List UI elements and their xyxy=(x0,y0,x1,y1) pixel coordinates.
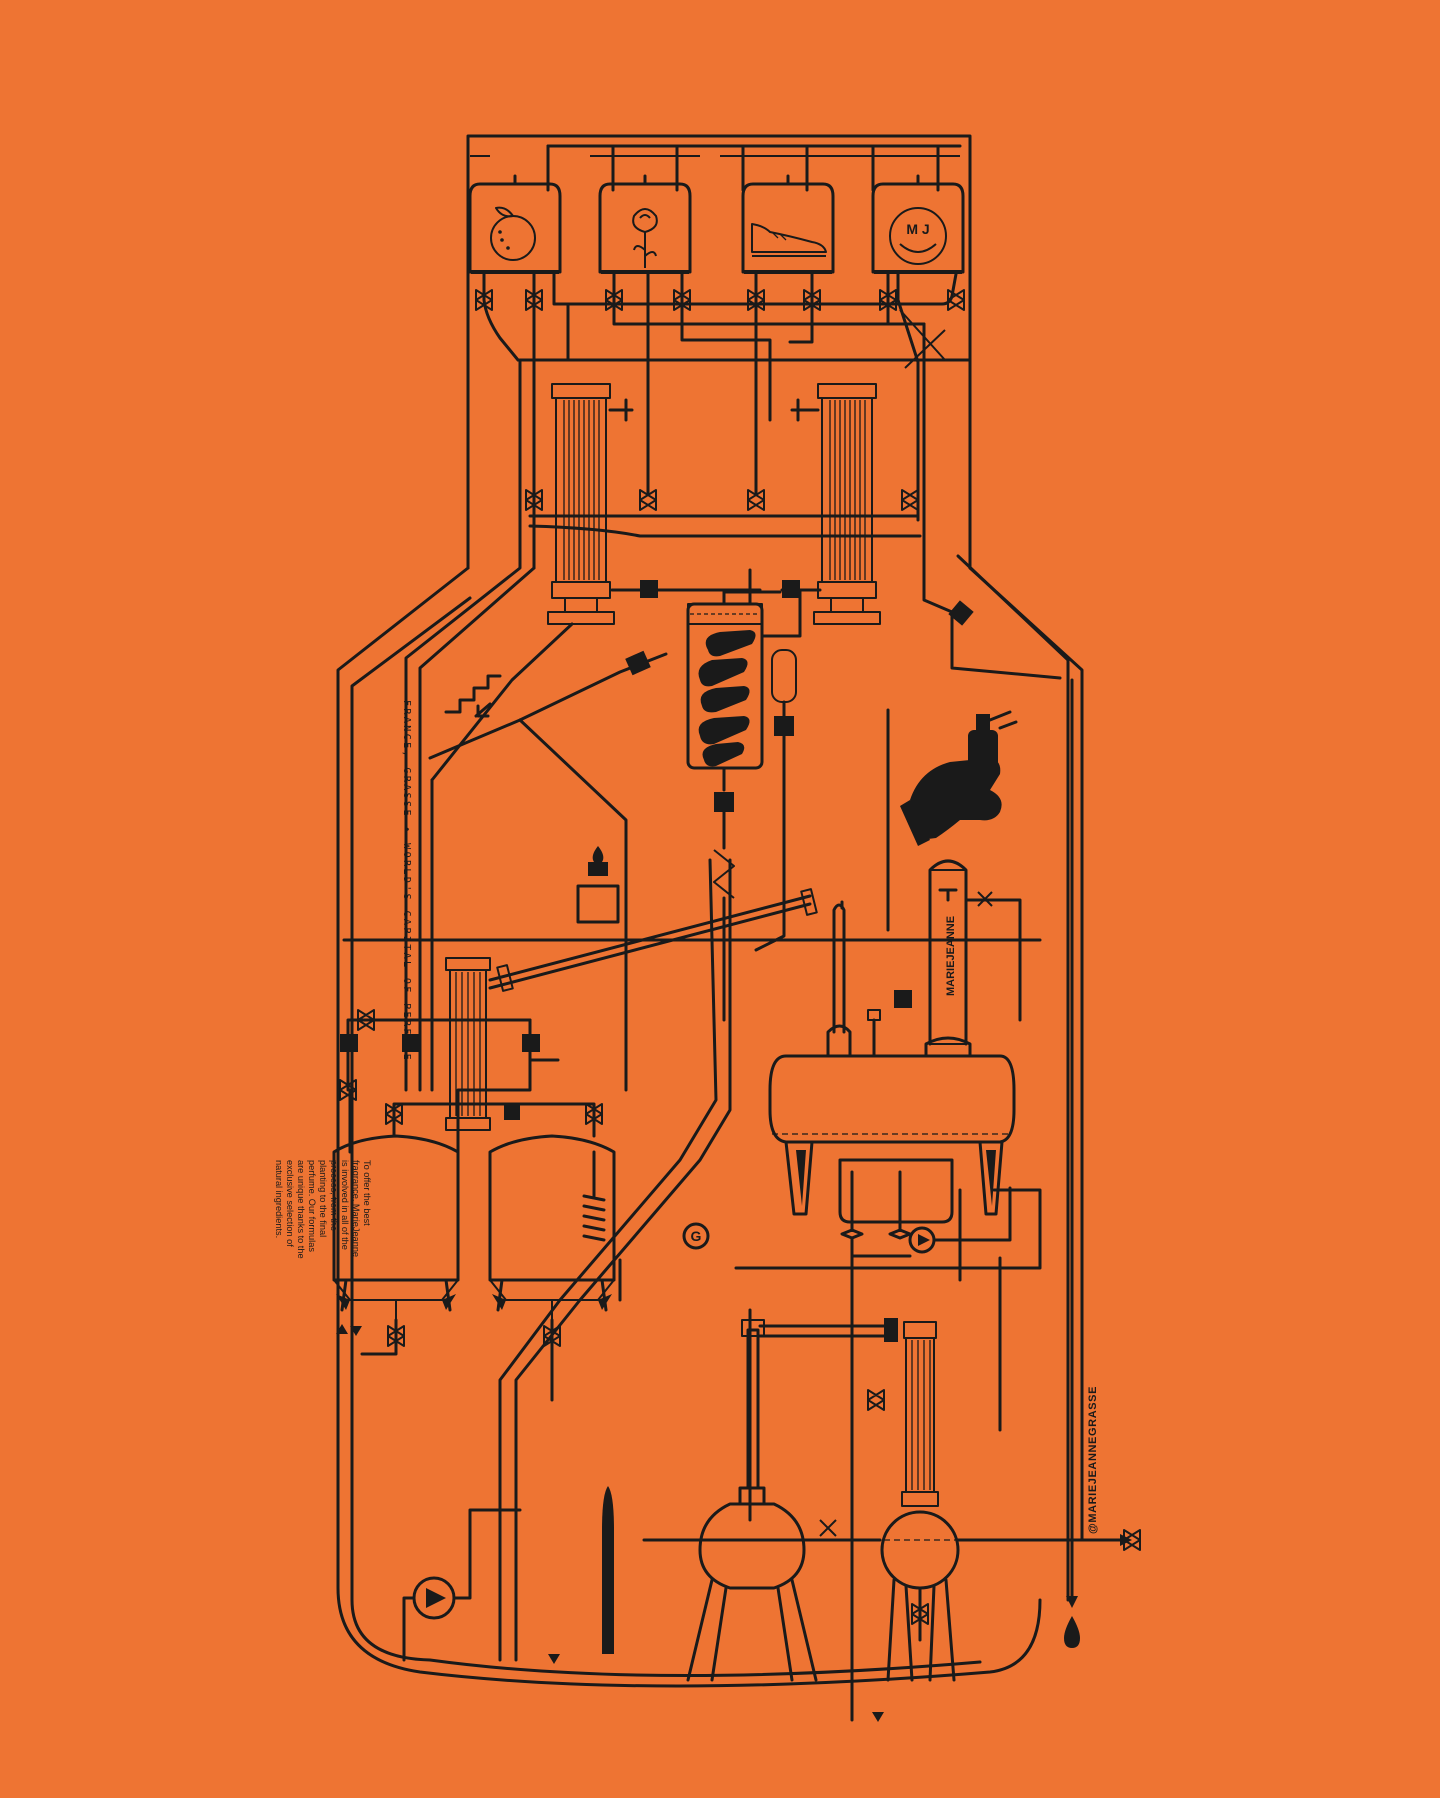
main-still: MARIEJEANNE xyxy=(734,859,1042,1722)
upper-manifold xyxy=(482,272,972,570)
flow-arrows xyxy=(336,1324,884,1722)
tank-badge-circle xyxy=(682,1222,710,1250)
center-filter xyxy=(428,588,802,1022)
lower-left-tanks: G xyxy=(332,1018,710,1402)
still-brand-label: MARIEJEANNE xyxy=(945,916,957,996)
lower-still-right xyxy=(880,1321,960,1682)
heat-exchangers-upper xyxy=(547,383,881,625)
condenser-left xyxy=(547,383,615,625)
lower-left-condenser xyxy=(445,888,818,1131)
blurb-line: planting to the final xyxy=(318,1160,328,1237)
company-blurb: To offer the best fragrance, MarieJeanne… xyxy=(274,1160,372,1261)
sneaker-icon xyxy=(751,223,827,257)
tank-badge: G xyxy=(691,1228,702,1244)
outer-conduits xyxy=(336,322,1084,1688)
smiley-logo-icon: M J xyxy=(889,207,947,265)
top-frame xyxy=(466,134,972,570)
rose-icon xyxy=(632,208,658,268)
still-column-left xyxy=(826,900,852,1058)
drop-icon xyxy=(1064,678,1080,1648)
blurb-line: natural ingredients. xyxy=(274,1160,284,1238)
stairs-icon xyxy=(444,674,502,718)
bottle-icon xyxy=(602,1486,614,1654)
tank-2 xyxy=(598,174,692,274)
condenser-right xyxy=(813,383,881,625)
spray-hand-icon xyxy=(900,710,1018,846)
blurb-line: perfume. Our formulas xyxy=(307,1160,317,1252)
blurb-line: To offer the best xyxy=(362,1160,372,1226)
tank-3 xyxy=(741,174,835,274)
valves xyxy=(339,289,1141,1625)
tank-1 xyxy=(468,174,562,274)
candle-icon xyxy=(576,846,620,924)
logo-letters: M J xyxy=(906,221,929,237)
pump-icon xyxy=(402,1508,522,1662)
filter-pellets xyxy=(698,630,756,767)
location-tagline: FRANCE, GRASSE • WORLD'S CAPITAL OF PERF… xyxy=(401,700,412,1062)
still-column-right: MARIEJEANNE xyxy=(924,859,972,1058)
top-tanks: M J xyxy=(468,174,965,274)
blurb-line: process, from the xyxy=(329,1160,339,1231)
blurb-line: exclusive selection of xyxy=(285,1160,295,1247)
tank-4 xyxy=(871,174,965,274)
blurb-line: is involved in all of the xyxy=(340,1160,350,1250)
blurb-line: are unique thanks to the xyxy=(296,1160,306,1259)
pipe-couplers xyxy=(340,580,974,1120)
orange-icon xyxy=(490,206,536,261)
tank-6 xyxy=(488,1134,616,1320)
inner-routing xyxy=(342,568,1042,1662)
blurb-line: fragrance, MarieJeanne xyxy=(351,1160,361,1257)
valve xyxy=(819,1519,837,1537)
social-handle: @MARIEJEANNEGRASSE xyxy=(1087,1386,1099,1534)
